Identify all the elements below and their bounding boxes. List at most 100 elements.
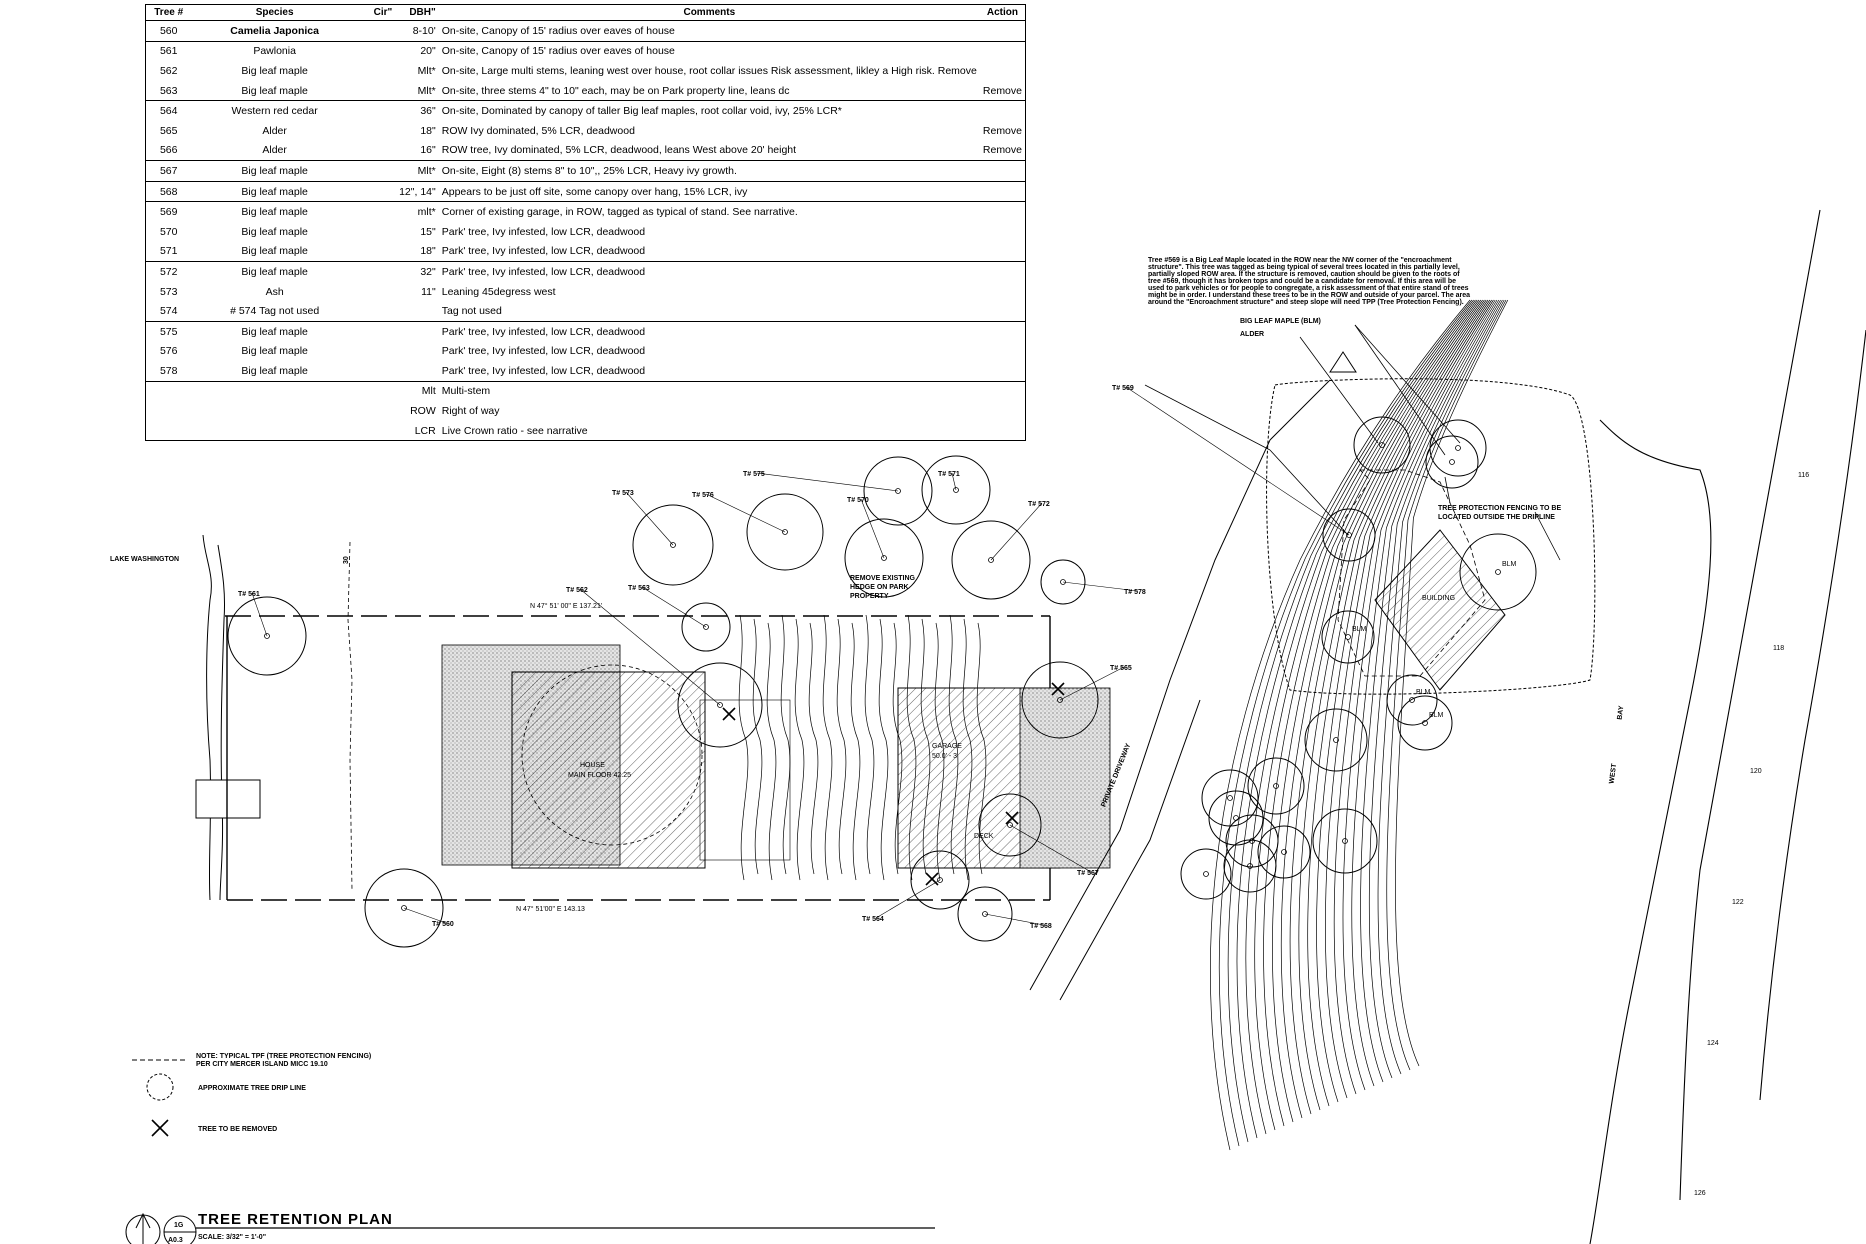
cell-tree-number: 566: [159, 144, 178, 157]
tree-tag-label: T# 560: [432, 921, 454, 928]
contour-line: [1263, 299, 1482, 1127]
cell-tree-number: 560: [159, 24, 178, 37]
delta-4-icon: [1329, 351, 1357, 373]
remove-x-562: [722, 707, 736, 721]
tree-leader-line: [990, 502, 1043, 561]
tree-canopy-icon: [1321, 610, 1375, 664]
house-floor-label: MAIN FLOOR 42.25: [568, 772, 631, 779]
remove-x-564: [925, 872, 939, 886]
dock-icon: [195, 779, 261, 819]
tree-leader-line: [860, 498, 885, 559]
drawing-scale: SCALE: 3/32" = 1'-0": [198, 1234, 266, 1241]
tree-leader-line: [579, 588, 721, 706]
contour-line: [1351, 299, 1500, 1087]
contour-line: [1342, 299, 1498, 1091]
cell-comments: Park' tree, Ivy infested, low LCR, deadw…: [438, 320, 980, 342]
cell-species: Big leaf maple: [241, 84, 308, 97]
tree-trunk-icon: [1346, 532, 1352, 538]
legend-fence-note-1: NOTE: TYPICAL TPF (TREE PROTECTION FENCI…: [196, 1053, 371, 1060]
cell-species: Western red cedar: [191, 100, 358, 121]
tree-trunk-icon: [1342, 838, 1348, 844]
tree-canopy-icon: [1225, 814, 1279, 868]
cell-tree-number: 576: [159, 345, 178, 358]
cell-comments: Park' tree, Ivy infested, low LCR, deadw…: [441, 345, 646, 358]
tree-trunk-icon: [1007, 822, 1013, 828]
blm-label: BLM: [1502, 561, 1517, 568]
contour-line: [1325, 299, 1494, 1099]
tree-trunk-icon: [1203, 871, 1209, 877]
cell-cir: [357, 201, 396, 222]
contour-line: [1227, 299, 1474, 1143]
cell-tree-number: 578: [159, 364, 178, 377]
tree-trunk-icon: [988, 557, 994, 563]
tree-trunk-icon: [1449, 459, 1455, 465]
cell-dbh: 8-10': [412, 24, 436, 37]
tree-trunk-icon: [1281, 849, 1287, 855]
legend-abbr: ROW: [410, 405, 436, 418]
deck-label: DECK: [974, 833, 994, 840]
street-edges: [1589, 209, 1866, 1244]
driveway: [1029, 379, 1331, 1001]
contour-line: [1254, 299, 1480, 1131]
tree-576: T# 576: [692, 492, 824, 571]
tree-573: T# 573: [612, 490, 714, 586]
cell-comments: Tag not used: [441, 305, 502, 318]
tree-569: T# 569: [1112, 385, 1376, 562]
cell-tree-number: 572: [145, 261, 192, 282]
tree-tag-label: T# 569: [1112, 385, 1134, 392]
tree-trunk-icon: [953, 487, 959, 493]
tree-leader-line: [951, 472, 957, 491]
blm-tree: [1223, 839, 1277, 893]
cell-dbh: 36": [395, 100, 439, 121]
tree-tag-label: T# 578: [1124, 589, 1146, 596]
callout-leaders: [1144, 324, 1561, 561]
tree-leader-line: [1062, 581, 1139, 592]
note-569-text-3: partially sloped ROW area. If the struct…: [1148, 271, 1460, 278]
street-west-label: WEST: [1608, 763, 1618, 785]
tree-561: T# 561: [227, 591, 307, 676]
contour-line: [892, 622, 903, 875]
tree-leader-line: [1125, 386, 1350, 536]
cell-species: Big leaf maple: [241, 225, 308, 238]
tree-trunk-icon: [1333, 737, 1339, 743]
contour-line: [1289, 299, 1487, 1115]
tree-canopy-icon: [844, 518, 924, 598]
contour-line: [920, 618, 931, 875]
note-569-text-7: around the "Encroachment structure" and …: [1148, 299, 1464, 306]
contour-30-label: 30: [343, 556, 350, 564]
note-569-text-2: structure". This tree was tagged as bein…: [1148, 264, 1460, 271]
cell-comments: On-site, three stems 4" to 10" each, may…: [441, 84, 790, 97]
tree-tag-label: T# 572: [1028, 501, 1050, 508]
cell-cir: [357, 160, 396, 182]
contour-line: [864, 614, 875, 875]
contour-line: [808, 622, 819, 875]
cell-action: Remove: [982, 84, 1022, 97]
elevation-label: 120: [1750, 768, 1762, 775]
blm-tree: BLM: [1459, 533, 1537, 611]
cell-species: Camelia Japonica: [230, 24, 319, 37]
cell-comments: On-site, Large multi stems, leaning west…: [441, 64, 977, 77]
tree-canopy-icon: [1386, 674, 1438, 726]
elevation-label: 118: [1773, 645, 1784, 652]
remove-x-566: [1005, 811, 1019, 825]
tree-trunk-icon: [1247, 863, 1253, 869]
tree-leader-line: [403, 907, 447, 924]
contour-line: [1298, 299, 1489, 1111]
header-action: Action: [979, 4, 1026, 21]
cell-dbh: [395, 320, 439, 342]
tree-canopy-icon: [1021, 661, 1099, 739]
cell-species: Big leaf maple: [191, 160, 358, 182]
sheet-number: A0.3: [168, 1237, 183, 1244]
contour-line: [822, 614, 833, 881]
contour-line: [794, 618, 805, 881]
legend-empty-cell: [145, 380, 192, 402]
tree-leader-line: [641, 586, 707, 628]
